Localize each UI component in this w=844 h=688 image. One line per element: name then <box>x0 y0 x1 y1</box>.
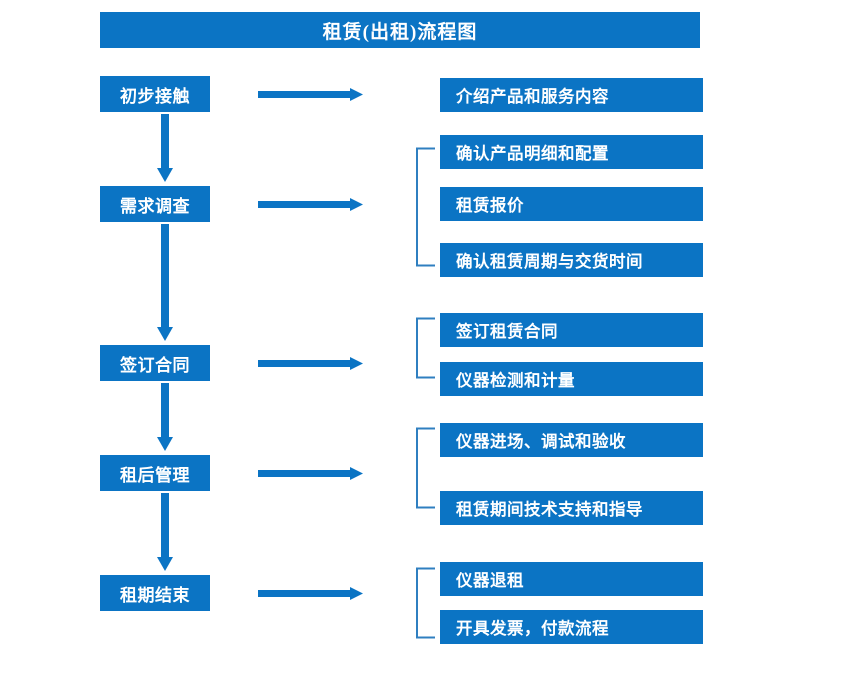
detail-box-instrument-entry-debug-acceptance[interactable]: 仪器进场、调试和验收 <box>440 423 703 457</box>
stage-box-needs-survey[interactable]: 需求调查 <box>100 186 210 222</box>
down-arrow-survey-to-contract <box>154 224 176 343</box>
right-arrow-sign-contract <box>258 355 364 371</box>
down-arrow-contact-to-survey <box>154 114 176 184</box>
down-arrow-contract-to-management <box>154 383 176 453</box>
detail-box-invoice-payment[interactable]: 开具发票，付款流程 <box>440 610 703 644</box>
detail-box-instrument-inspection[interactable]: 仪器检测和计量 <box>440 362 703 396</box>
down-arrow-management-to-end <box>154 493 176 573</box>
group-bracket-post-rental-management <box>415 427 437 509</box>
detail-box-introduce-products[interactable]: 介绍产品和服务内容 <box>440 78 703 112</box>
right-arrow-post-rental-management <box>258 465 364 481</box>
stage-box-sign-contract[interactable]: 签订合同 <box>100 345 210 381</box>
detail-box-confirm-rental-period[interactable]: 确认租赁周期与交货时间 <box>440 243 703 277</box>
group-bracket-sign-contract <box>415 317 437 379</box>
detail-box-confirm-product-details[interactable]: 确认产品明细和配置 <box>440 135 703 169</box>
diagram-title: 租赁(出租)流程图 <box>100 12 700 48</box>
stage-box-rental-end[interactable]: 租期结束 <box>100 575 210 611</box>
right-arrow-needs-survey <box>258 196 364 212</box>
detail-box-technical-support[interactable]: 租赁期间技术支持和指导 <box>440 491 703 525</box>
detail-box-instrument-return[interactable]: 仪器退租 <box>440 562 703 596</box>
detail-box-rental-quotation[interactable]: 租赁报价 <box>440 187 703 221</box>
group-bracket-needs-survey <box>415 147 437 267</box>
group-bracket-rental-end <box>415 567 437 639</box>
right-arrow-initial-contact <box>258 86 364 102</box>
right-arrow-rental-end <box>258 585 364 601</box>
stage-box-initial-contact[interactable]: 初步接触 <box>100 76 210 112</box>
stage-box-post-rental-management[interactable]: 租后管理 <box>100 455 210 491</box>
detail-box-sign-rental-contract[interactable]: 签订租赁合同 <box>440 313 703 347</box>
